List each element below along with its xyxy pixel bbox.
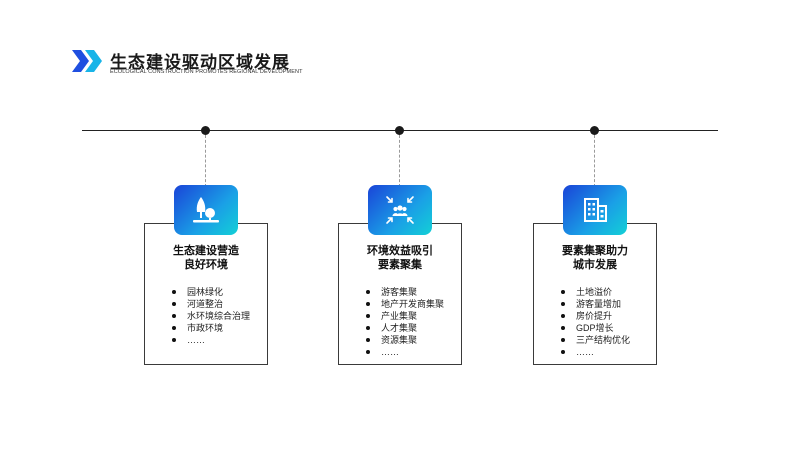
list-item: 土地溢价 — [561, 286, 630, 298]
timeline-node-3 — [590, 126, 599, 135]
card-elements: 环境效益吸引 要素聚集 游客集聚 地产开发商集聚 产业集聚 人才集聚 资源集聚 … — [338, 223, 462, 365]
card-title-line: 环境效益吸引 — [367, 244, 433, 257]
card-list: 土地溢价 游客量增加 房价提升 GDP增长 三产结构优化 …… — [561, 286, 630, 358]
list-item: 人才集聚 — [366, 322, 444, 334]
list-item: …… — [561, 346, 630, 358]
list-item: …… — [172, 334, 250, 346]
people-gather-icon — [368, 185, 432, 235]
list-item: GDP增长 — [561, 322, 630, 334]
list-item: 河道整治 — [172, 298, 250, 310]
connector-1 — [205, 135, 206, 187]
card-title-line: 要素集聚助力 — [562, 244, 628, 257]
card-list: 园林绿化 河道整治 水环境综合治理 市政环境 …… — [172, 286, 250, 346]
card-title: 要素集聚助力 城市发展 — [534, 244, 656, 272]
card-title-line: 良好环境 — [184, 258, 228, 271]
city-building-icon — [563, 185, 627, 235]
card-title: 环境效益吸引 要素聚集 — [339, 244, 461, 272]
card-title-line: 城市发展 — [573, 258, 617, 271]
connector-3 — [594, 135, 595, 187]
timeline-node-1 — [201, 126, 210, 135]
timeline-node-2 — [395, 126, 404, 135]
list-item: …… — [366, 346, 444, 358]
list-item: 地产开发商集聚 — [366, 298, 444, 310]
list-item: 水环境综合治理 — [172, 310, 250, 322]
list-item: 产业集聚 — [366, 310, 444, 322]
card-title: 生态建设营造 良好环境 — [145, 244, 267, 272]
list-item: 市政环境 — [172, 322, 250, 334]
card-title-line: 生态建设营造 — [173, 244, 239, 257]
list-item: 园林绿化 — [172, 286, 250, 298]
list-item: 房价提升 — [561, 310, 630, 322]
card-list: 游客集聚 地产开发商集聚 产业集聚 人才集聚 资源集聚 …… — [366, 286, 444, 358]
list-item: 游客量增加 — [561, 298, 630, 310]
list-item: 资源集聚 — [366, 334, 444, 346]
list-item: 三产结构优化 — [561, 334, 630, 346]
card-city: 要素集聚助力 城市发展 土地溢价 游客量增加 房价提升 GDP增长 三产结构优化… — [533, 223, 657, 365]
chevron-logo-icon — [72, 50, 102, 72]
page-title: 生态建设驱动区域发展 — [110, 53, 290, 73]
list-item: 游客集聚 — [366, 286, 444, 298]
tree-park-icon — [174, 185, 238, 235]
connector-2 — [399, 135, 400, 187]
page-subtitle: ECOLOGICAL CONSTRUCTION PROMOTES REGIONA… — [110, 69, 303, 75]
card-title-line: 要素聚集 — [378, 258, 422, 271]
card-ecology: 生态建设营造 良好环境 园林绿化 河道整治 水环境综合治理 市政环境 …… — [144, 223, 268, 365]
